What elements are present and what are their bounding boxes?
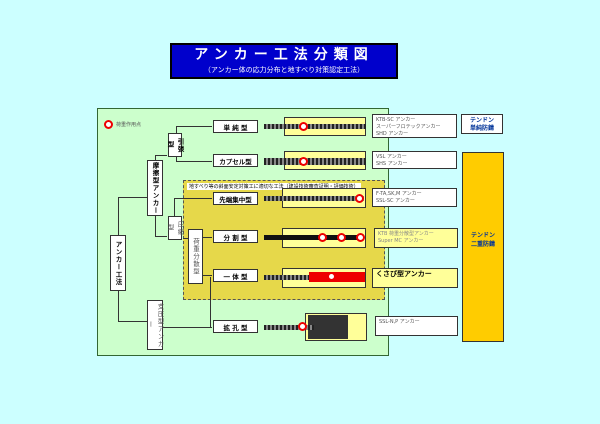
load-point-icon bbox=[298, 322, 307, 331]
page-title: アンカー工法分類図 bbox=[194, 47, 374, 63]
type-split: 分 割 型 bbox=[213, 230, 258, 243]
page-subtitle: （アンカー体の応力分布と地すべり対策認定工法） bbox=[203, 66, 365, 74]
load-point-icon bbox=[356, 233, 365, 242]
node-bearing-anchor: 支圧型アンカー bbox=[146, 300, 164, 350]
load-point-icon bbox=[104, 120, 113, 129]
type-simple: 単 純 型 bbox=[213, 120, 258, 133]
node-compression: 圧縮型 bbox=[166, 216, 184, 240]
product-label-group-6: SSL-N,P アンカー bbox=[375, 316, 458, 336]
load-point-icon bbox=[299, 122, 308, 131]
load-point-icon bbox=[337, 233, 346, 242]
type-integral: 一 体 型 bbox=[213, 269, 258, 282]
load-point-icon bbox=[318, 233, 327, 242]
node-tension: 引張型 bbox=[166, 133, 184, 157]
load-point-icon bbox=[299, 157, 308, 166]
load-point-icon bbox=[355, 194, 364, 203]
node-friction-anchor: 摩擦型アンカー bbox=[147, 160, 163, 216]
tendon-double-protection: テンドン二重防錆 bbox=[462, 152, 504, 342]
product-label-group-5: くさび型アンカー bbox=[372, 268, 458, 288]
type-tip: 先端集中型 bbox=[213, 192, 258, 205]
zone-caption: 地すべり等の斜面安定対策工に適切な工法（建設技術審査証明・評価技術） bbox=[187, 183, 361, 190]
node-anchor-method: アンカー工法 bbox=[110, 235, 126, 291]
tendon-single-protection: テンドン単純防錆 bbox=[461, 114, 503, 134]
type-expanded: 拡 孔 型 bbox=[213, 320, 258, 333]
title-box: アンカー工法分類図 （アンカー体の応力分布と地すべり対策認定工法） bbox=[170, 43, 398, 79]
load-point-icon bbox=[327, 272, 336, 281]
type-capsule: カプセル型 bbox=[213, 154, 258, 167]
node-distributed: 荷重分散型 bbox=[188, 229, 203, 284]
legend-label: 荷重作用点 bbox=[116, 122, 142, 128]
